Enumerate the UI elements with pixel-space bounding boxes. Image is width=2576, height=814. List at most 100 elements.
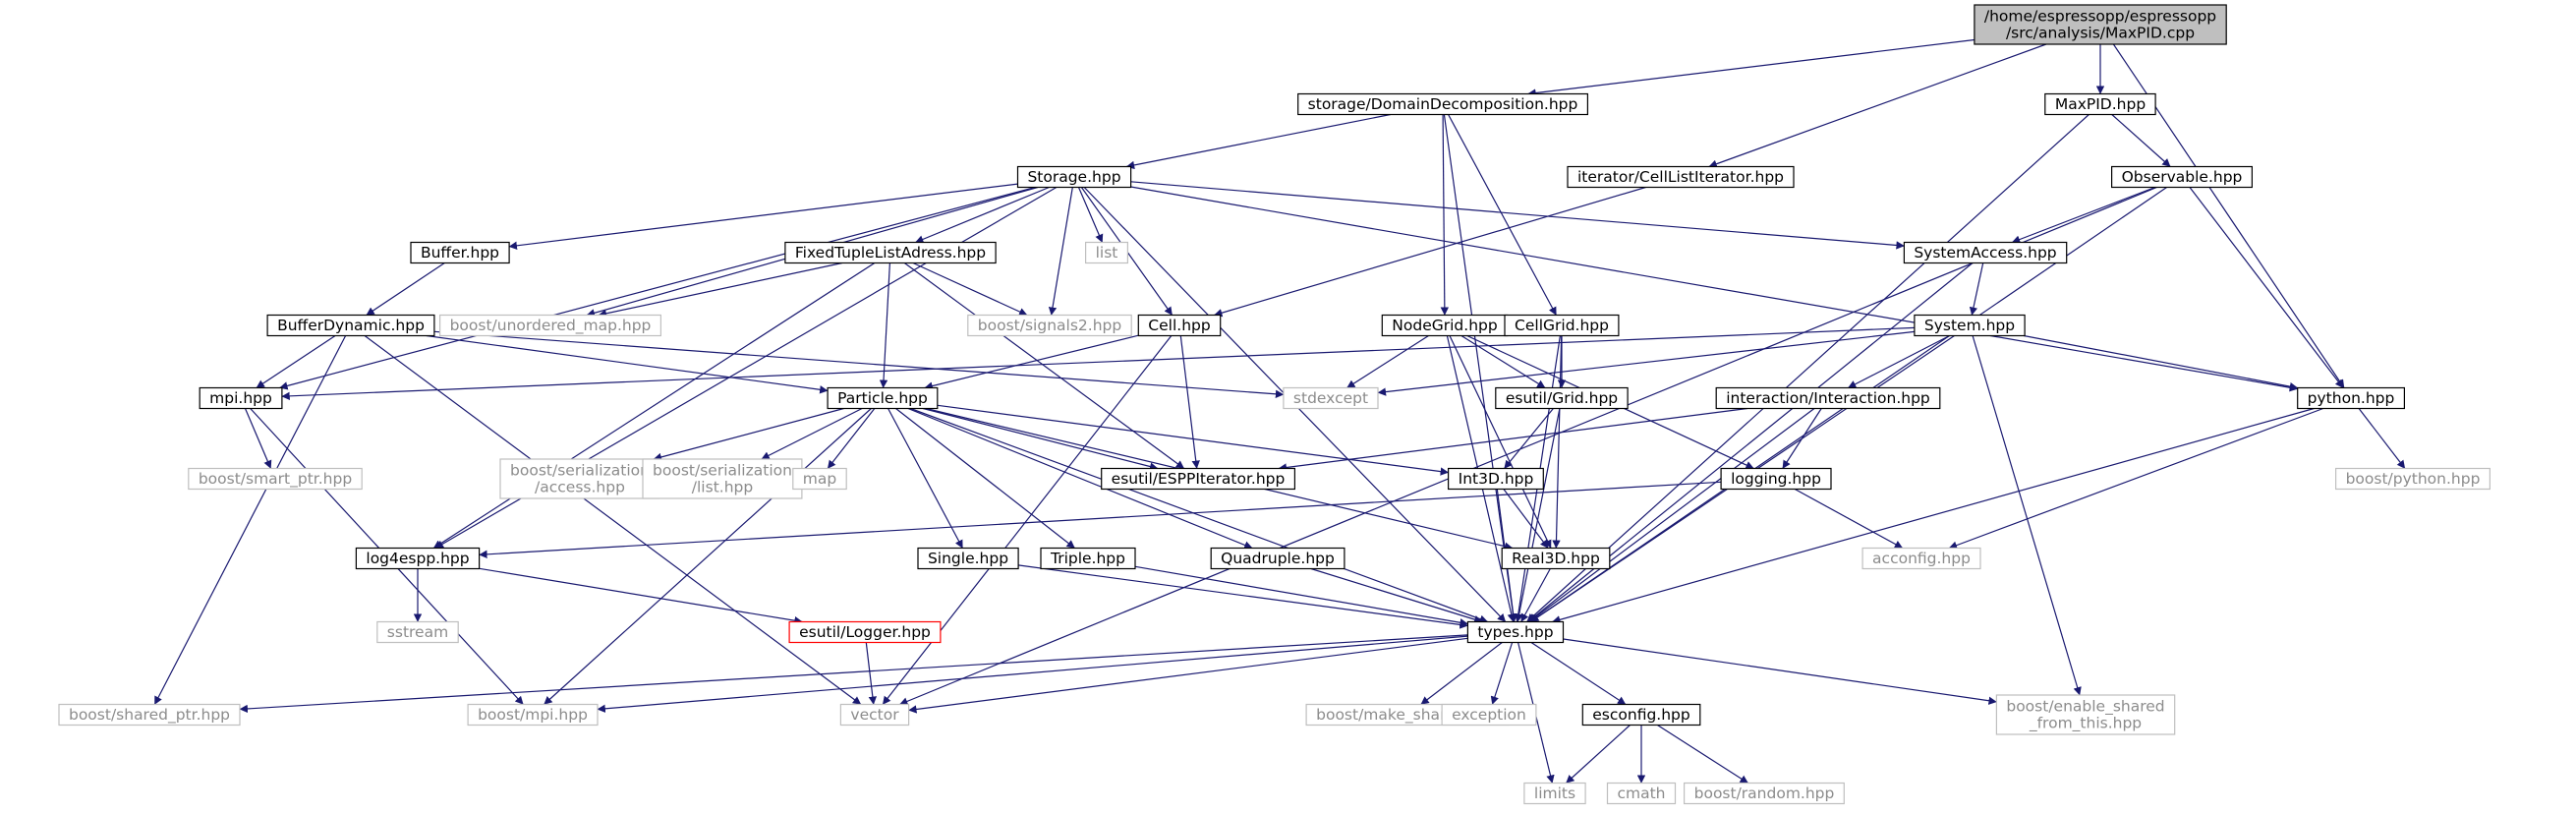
node-interaction[interactable]: interaction/Interaction.hpp bbox=[1715, 386, 1941, 410]
edge-particle-to-map bbox=[827, 408, 876, 469]
node-box bbox=[2335, 467, 2491, 491]
node-types[interactable]: types.hpp bbox=[1466, 620, 1565, 644]
edge-system-to-python bbox=[2023, 334, 2299, 391]
node-log4espp[interactable]: log4espp.hpp bbox=[355, 547, 481, 570]
node-nodegrid[interactable]: NodeGrid.hpp bbox=[1381, 314, 1509, 337]
edge-types-to-sharedptr bbox=[239, 634, 1468, 714]
nodes-layer: /home/espressopp/espressopp/src/analysis… bbox=[58, 4, 2491, 805]
edge-storage-to-list bbox=[1077, 187, 1104, 243]
node-triple[interactable]: Triple.hpp bbox=[1040, 547, 1136, 570]
edge-observable-to-sysaccess bbox=[2011, 186, 2155, 244]
edge-celllistit-to-cell bbox=[1214, 186, 1646, 318]
node-label: list bbox=[1096, 244, 1118, 262]
node-label: mpi.hpp bbox=[209, 389, 272, 407]
edge-root-to-celllistit bbox=[1708, 43, 2047, 168]
edge-cell-to-particle bbox=[924, 334, 1139, 390]
node-label: boost/enable_shared bbox=[2006, 698, 2164, 717]
node-celllistit[interactable]: iterator/CellListIterator.hpp bbox=[1567, 165, 1795, 189]
node-sysaccess[interactable]: SystemAccess.hpp bbox=[1903, 241, 2068, 264]
node-cellgrid[interactable]: CellGrid.hpp bbox=[1504, 314, 1620, 337]
node-signals2: boost/signals2.hpp bbox=[967, 314, 1132, 337]
edge-particle-to-serlist bbox=[761, 407, 863, 460]
edges-layer bbox=[153, 38, 2406, 785]
node-label: interaction/Interaction.hpp bbox=[1726, 389, 1930, 407]
edge-sysaccess-to-system bbox=[1969, 262, 1984, 316]
node-ftla[interactable]: FixedTupleListAdress.hpp bbox=[784, 241, 997, 264]
node-label: boost/python.hpp bbox=[2346, 470, 2481, 488]
edge-types-to-makeshared bbox=[1420, 642, 1503, 705]
edge-particle-to-int3d bbox=[937, 404, 1450, 476]
node-limits: limits bbox=[1523, 782, 1586, 805]
node-box bbox=[2297, 386, 2405, 410]
node-esconfig[interactable]: esconfig.hpp bbox=[1581, 703, 1701, 727]
node-mpi[interactable]: mpi.hpp bbox=[199, 386, 283, 410]
node-single[interactable]: Single.hpp bbox=[917, 547, 1019, 570]
node-real3d[interactable]: Real3D.hpp bbox=[1501, 547, 1611, 570]
edge-cellgrid-to-real3d bbox=[1552, 335, 1563, 549]
node-box bbox=[199, 386, 283, 410]
node-storage[interactable]: Storage.hpp bbox=[1016, 165, 1132, 189]
node-label: boost/random.hpp bbox=[1694, 785, 1835, 802]
node-particle[interactable]: Particle.hpp bbox=[827, 386, 939, 410]
node-int3d[interactable]: Int3D.hpp bbox=[1447, 467, 1544, 491]
node-label: vector bbox=[850, 706, 899, 724]
node-system[interactable]: System.hpp bbox=[1914, 314, 2026, 337]
edge-storage-to-ftla bbox=[915, 186, 1050, 244]
edge-real3d-to-types bbox=[1520, 568, 1551, 622]
node-box bbox=[1137, 314, 1222, 337]
node-box bbox=[1504, 314, 1620, 337]
node-box bbox=[467, 703, 599, 727]
node-label: boost/shared_ptr.hpp bbox=[69, 706, 230, 725]
edge-esconfig-to-random bbox=[1657, 724, 1748, 785]
edge-maxpidh-to-observable bbox=[2111, 114, 2171, 167]
node-box bbox=[376, 620, 459, 644]
node-box bbox=[1720, 467, 1832, 491]
node-esgrid[interactable]: esutil/Grid.hpp bbox=[1495, 386, 1629, 410]
node-quadruple[interactable]: Quadruple.hpp bbox=[1210, 547, 1345, 570]
node-box bbox=[1715, 386, 1941, 410]
node-box bbox=[1501, 547, 1611, 570]
node-observable[interactable]: Observable.hpp bbox=[2111, 165, 2254, 189]
node-domdec[interactable]: storage/DomainDecomposition.hpp bbox=[1297, 92, 1588, 116]
edge-root-to-domdec bbox=[1527, 38, 1975, 97]
node-label: /src/analysis/MaxPID.cpp bbox=[2006, 25, 2195, 42]
node-esppit[interactable]: esutil/ESPPIterator.hpp bbox=[1101, 467, 1295, 491]
node-label: esutil/ESPPIterator.hpp bbox=[1112, 470, 1286, 488]
node-bufdyn[interactable]: BufferDynamic.hpp bbox=[266, 314, 435, 337]
node-smartptr: boost/smart_ptr.hpp bbox=[188, 467, 363, 491]
node-buffer[interactable]: Buffer.hpp bbox=[410, 241, 510, 264]
node-box bbox=[1495, 386, 1629, 410]
node-root[interactable]: /home/espressopp/espressopp/src/analysis… bbox=[1974, 4, 2227, 45]
edge-ftla-to-esppit bbox=[903, 262, 1185, 469]
edge-domdec-to-storage bbox=[1125, 113, 1391, 170]
node-label: exception bbox=[1452, 706, 1526, 724]
edge-types-to-enableshared bbox=[1563, 638, 1997, 705]
node-label: SystemAccess.hpp bbox=[1914, 244, 2056, 262]
node-python[interactable]: python.hpp bbox=[2297, 386, 2405, 410]
node-box bbox=[1210, 547, 1345, 570]
node-label: Observable.hpp bbox=[2122, 168, 2243, 186]
edge-particle-to-seraccess bbox=[653, 407, 844, 462]
node-cmath: cmath bbox=[1606, 782, 1677, 805]
node-label: types.hpp bbox=[1477, 623, 1553, 641]
node-logger[interactable]: esutil/Logger.hpp bbox=[788, 620, 942, 644]
node-acconfig: acconfig.hpp bbox=[1861, 547, 1981, 570]
node-label: python.hpp bbox=[2308, 389, 2395, 407]
edge-quadruple-to-types bbox=[1310, 567, 1483, 624]
node-box bbox=[1084, 241, 1128, 264]
node-label: limits bbox=[1534, 785, 1575, 802]
node-cell[interactable]: Cell.hpp bbox=[1137, 314, 1222, 337]
node-label: stdexcept bbox=[1293, 389, 1368, 407]
edge-particle-to-quadruple bbox=[907, 407, 1253, 550]
node-box bbox=[827, 386, 939, 410]
edge-particle-to-triple bbox=[895, 408, 1075, 549]
edge-observable-to-python bbox=[2189, 187, 2344, 388]
node-enableshared: boost/enable_shared_from_this.hpp bbox=[1995, 694, 2176, 735]
node-label: FixedTupleListAdress.hpp bbox=[795, 244, 986, 262]
node-logging[interactable]: logging.hpp bbox=[1720, 467, 1832, 491]
node-maxpidh[interactable]: MaxPID.hpp bbox=[2044, 92, 2156, 116]
edge-storage-to-sysaccess bbox=[1130, 181, 1905, 250]
node-box bbox=[499, 458, 660, 499]
node-box bbox=[266, 314, 435, 337]
node-box bbox=[410, 241, 510, 264]
